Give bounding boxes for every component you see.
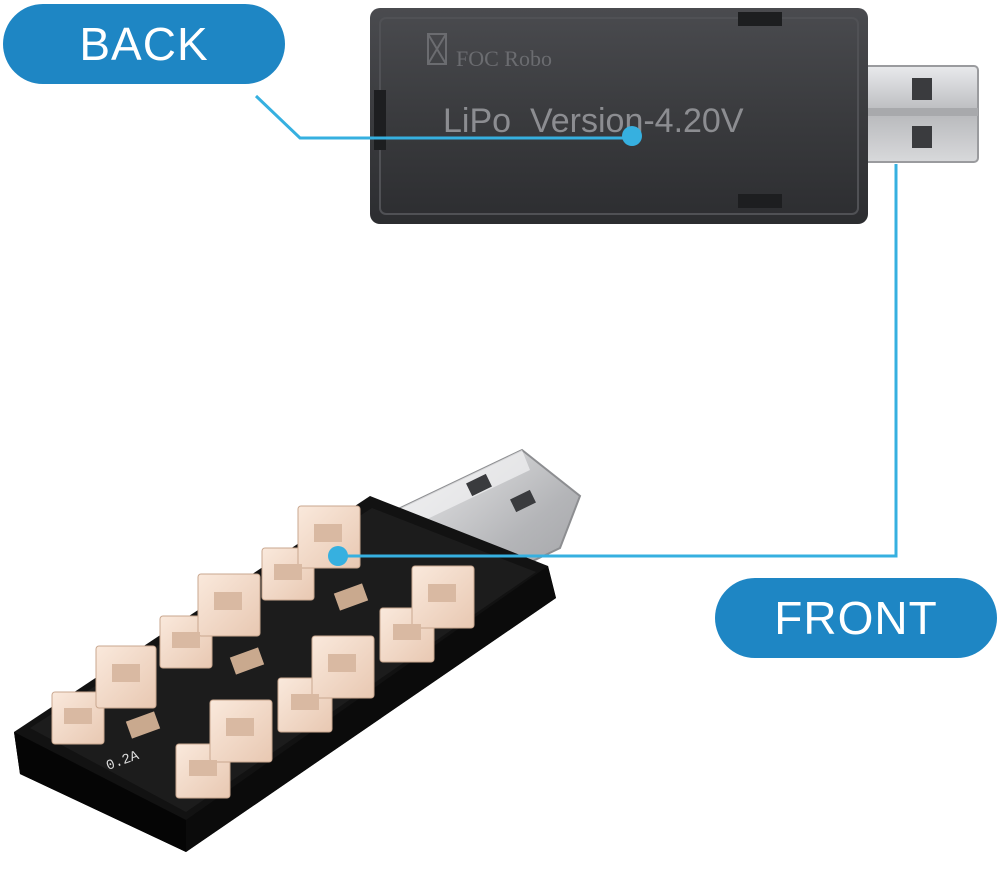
device-back-label: LiPo Version-4.20V <box>443 102 744 140</box>
device-back: FOC Robo LiPo Version-4.20V <box>370 8 979 224</box>
back-label: BACK <box>3 4 285 84</box>
device-front: 0.2A <box>14 448 582 852</box>
callout-front <box>328 164 898 566</box>
connector-array <box>51 505 475 799</box>
logo-text: FOC Robo <box>456 46 552 71</box>
front-label: FRONT <box>715 578 997 658</box>
callout-front-dot <box>328 546 348 566</box>
logo-icon <box>427 33 447 65</box>
smd-components <box>125 583 369 739</box>
callout-back <box>254 94 642 146</box>
device-back-body <box>370 8 868 224</box>
callout-back-dot <box>622 126 642 146</box>
usb-plug-back <box>859 65 979 163</box>
